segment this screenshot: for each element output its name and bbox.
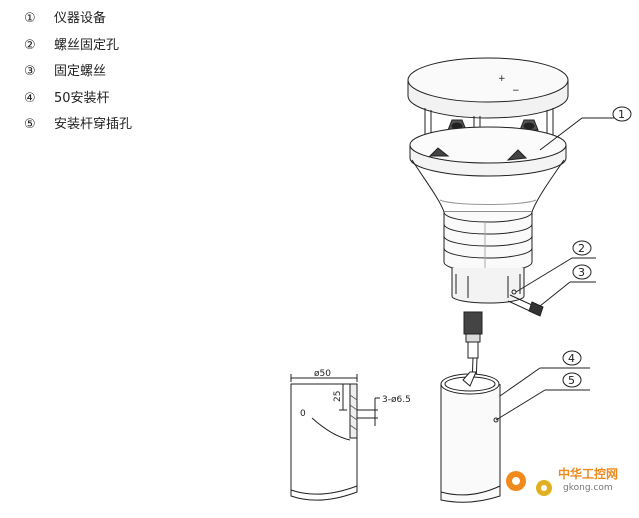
plus-mark: + (498, 74, 506, 84)
legend-item: ① 仪器设备 (24, 6, 132, 33)
legend-number: ④ (24, 90, 36, 106)
parts-legend: ① 仪器设备 ② 螺丝固定孔 ③ 固定螺丝 ④ 50安装杆 ⑤ 安装杆穿插孔 (24, 6, 132, 139)
legend-item: ③ 固定螺丝 (24, 59, 132, 86)
watermark-url: gkong.com (563, 483, 613, 493)
callout-2: 2 (515, 240, 596, 293)
pole-insertion-hole (493, 417, 499, 423)
mounting-pole (440, 371, 501, 503)
cable-connector (463, 311, 483, 385)
legend-item: ④ 50安装杆 (24, 86, 132, 113)
instrument-device: + − (407, 57, 569, 304)
svg-text:2: 2 (578, 242, 585, 255)
legend-label: 安装杆穿插孔 (54, 117, 133, 132)
fixing-screw (507, 294, 544, 317)
pole-section-drawing: ø50 25 3-ø6.5 0 (290, 369, 411, 501)
svg-text:1: 1 (618, 108, 625, 121)
legend-label: 仪器设备 (54, 11, 107, 26)
watermark-logo: 中华工控网 gkong.com (506, 466, 618, 496)
zero-mark: 0 (300, 409, 306, 419)
legend-item: ② 螺丝固定孔 (24, 33, 132, 60)
svg-text:3: 3 (578, 266, 585, 279)
legend-number: ② (24, 37, 36, 53)
callout-3: 3 (539, 264, 596, 307)
legend-label: 50安装杆 (54, 90, 110, 106)
depth-label: 25 (333, 391, 343, 402)
hole-spec-label: 3-ø6.5 (382, 395, 411, 405)
legend-number: ③ (24, 64, 36, 79)
callout-5: 5 (495, 372, 590, 421)
legend-label: 固定螺丝 (54, 64, 107, 79)
legend-label: 螺丝固定孔 (54, 37, 120, 53)
minus-mark: − (512, 86, 520, 96)
svg-text:4: 4 (568, 352, 575, 365)
callout-4: 4 (499, 350, 590, 397)
callout-1: 1 (539, 106, 632, 151)
pole-diameter-label: ø50 (314, 369, 331, 379)
svg-text:5: 5 (568, 374, 575, 387)
watermark-brand: 中华工控网 (558, 466, 618, 481)
legend-number: ① (24, 11, 36, 26)
legend-item: ⑤ 安装杆穿插孔 (24, 112, 132, 139)
legend-number: ⑤ (24, 117, 36, 132)
